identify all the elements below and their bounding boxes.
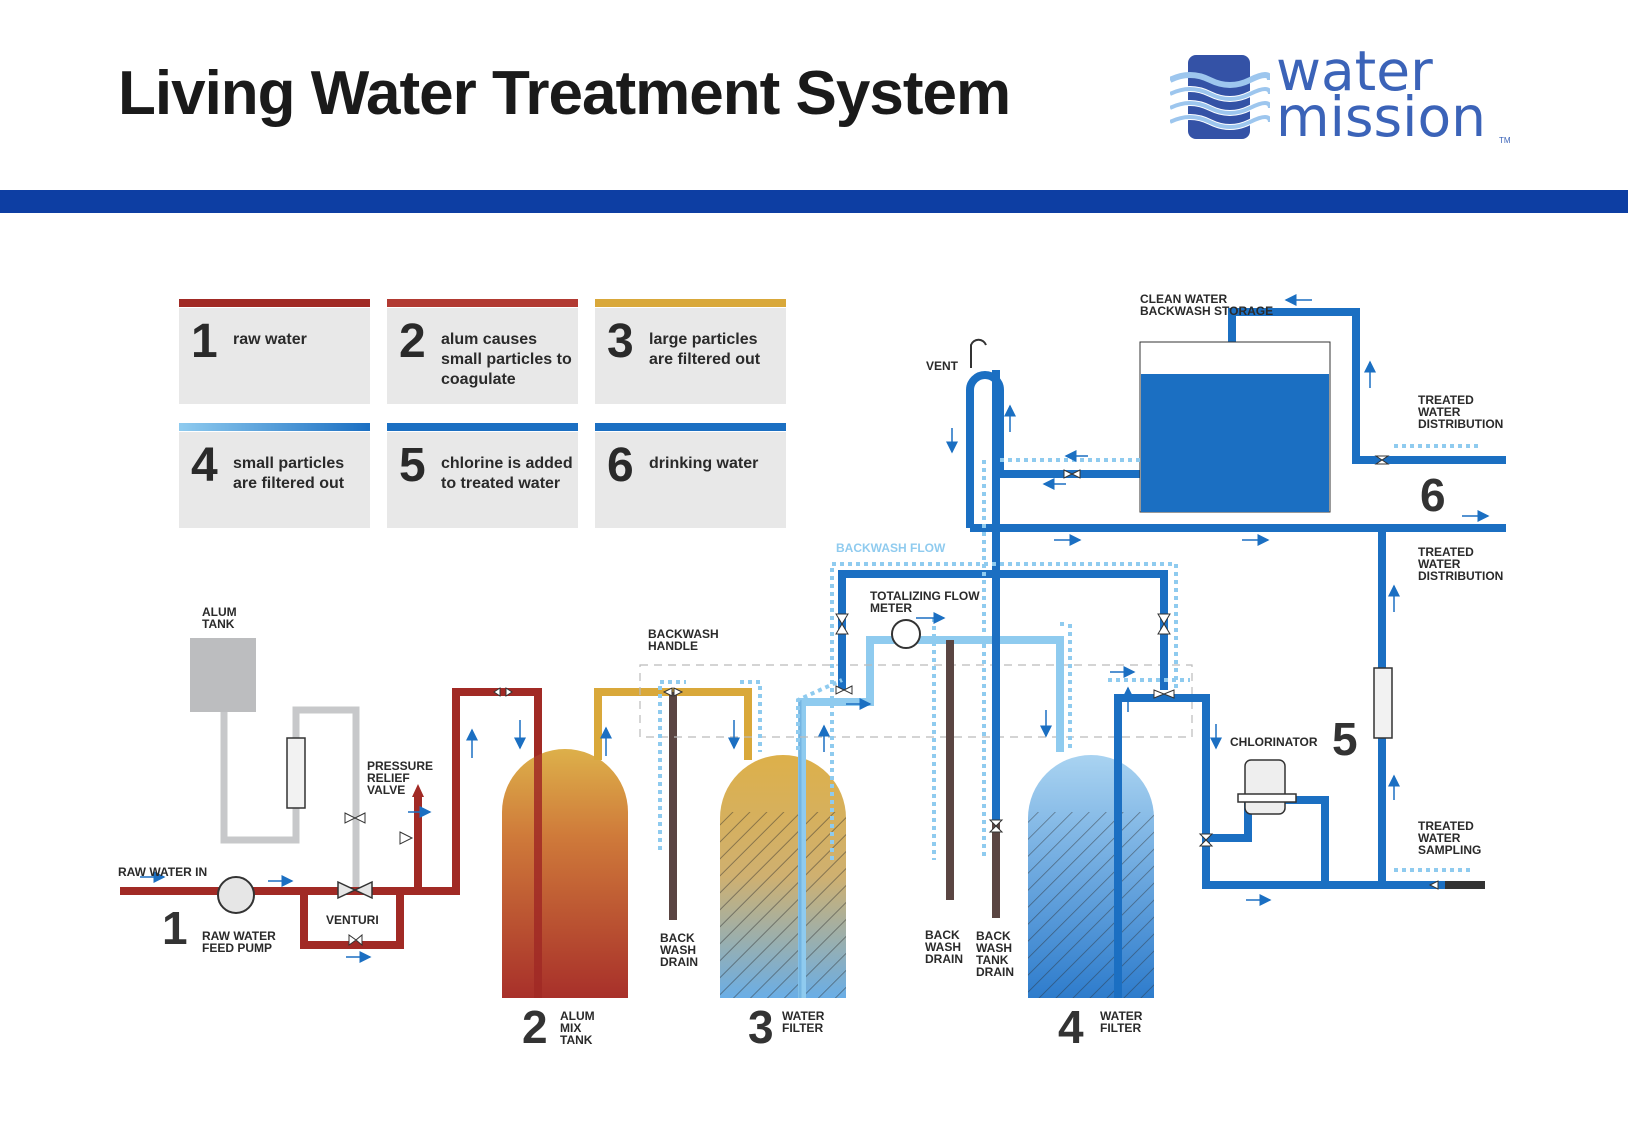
valve-icon [348,933,363,947]
label-treated-water-distribution-2: TREATED WATER DISTRIBUTION [1418,545,1504,583]
legend-number: 5 [399,439,426,492]
alum-mix-tank [502,749,628,998]
legend-text: large particles are filtered out [649,331,761,368]
alum-flow-gauge [286,737,306,809]
legend-number: 1 [191,315,218,368]
legend-card-3: 3 large particles are filtered out [595,299,786,404]
legend-card-6: 6 drinking water [595,423,786,528]
label-water-filter-3: WATER FILTER [782,1009,825,1035]
water-waves-icon [1170,55,1270,139]
legend-color-bar [595,423,786,431]
header-band [0,190,1628,213]
label-vent: VENT [926,359,959,373]
legend-text: raw water [233,331,307,348]
legend-text: alum causes small particles to coagulate [441,331,572,388]
label-backwash-flow: BACKWASH FLOW [836,541,946,555]
chlorinator-flow-gauge [1373,667,1393,739]
label-treated-water-distribution-1: TREATED WATER DISTRIBUTION [1418,393,1504,431]
trademark: TM [1499,136,1511,145]
label-water-filter-4: WATER FILTER [1100,1009,1143,1035]
stage-number-2: 2 [522,1001,548,1053]
label-back-wash-drain-2: BACK WASH DRAIN [925,928,963,966]
raw-water-feed-pump-icon [217,876,255,914]
venturi-icon [337,880,373,900]
stage-number-3: 3 [748,1001,774,1053]
chlorinator-icon [1244,759,1286,815]
valves [835,455,1439,890]
label-clean-water-backwash-storage: CLEAN WATER BACKWASH STORAGE [1140,292,1274,318]
label-alum-tank: ALUM TANK [202,605,237,631]
legend-color-bar [387,299,578,307]
label-back-wash-drain-1: BACK WASH DRAIN [660,931,698,969]
page-title: Living Water Treatment System [118,59,1011,128]
label-raw-water-in: RAW WATER IN [118,865,208,879]
logo-word-mission: mission [1276,85,1486,149]
stage-number-5: 5 [1332,713,1358,765]
pressure-relief-valve-icon [399,831,414,845]
legend-number: 2 [399,315,426,368]
backwash-flow-path [658,444,1480,872]
legend-card-2: 2 alum causes small particles to coagula… [387,299,578,404]
legend-color-bar [179,299,370,307]
valve-icon [344,812,366,824]
label-venturi: VENTURI [326,913,379,927]
label-chlorinator: CHLORINATOR [1230,735,1318,749]
legend-text: chlorine is added to treated water [441,455,573,492]
stage-number-1: 1 [162,902,188,954]
label-raw-water-feed-pump: RAW WATER FEED PUMP [202,929,276,955]
legend-color-bar [595,299,786,307]
legend-color-bar [179,423,370,431]
stage-number-6: 6 [1420,469,1446,521]
label-pressure-relief-valve: PRESSURE RELIEF VALVE [367,759,434,797]
legend-text: drinking water [649,455,759,472]
alum-tank [190,638,256,712]
label-treated-water-sampling: TREATED WATER SAMPLING [1418,819,1482,857]
water-mission-logo: water mission TM [1170,40,1530,150]
label-backwash-handle: BACKWASH HANDLE [648,627,719,653]
stage-number-4: 4 [1058,1001,1084,1053]
legend-number: 3 [607,315,634,368]
logo-word-water: water [1276,39,1433,103]
backwash-handle-box [639,664,1193,738]
label-alum-mix-tank: ALUM MIX TANK [560,1009,595,1047]
totalizing-flow-meter-icon [891,619,921,649]
label-back-wash-tank-drain: BACK WASH TANK DRAIN [976,929,1014,979]
legend-card-4: 4 small particles are filtered out [179,423,370,528]
legend-number: 4 [191,439,218,492]
legend-color-bar [387,423,578,431]
flow-arrows [140,294,1490,963]
legend-card-5: 5 chlorine is added to treated water [387,423,578,528]
label-totalizing-flow-meter: TOTALIZING FLOW METER [870,589,980,615]
legend-text: small particles are filtered out [233,455,345,492]
legend-card-1: 1 raw water [179,299,370,404]
legend-number: 6 [607,439,634,492]
